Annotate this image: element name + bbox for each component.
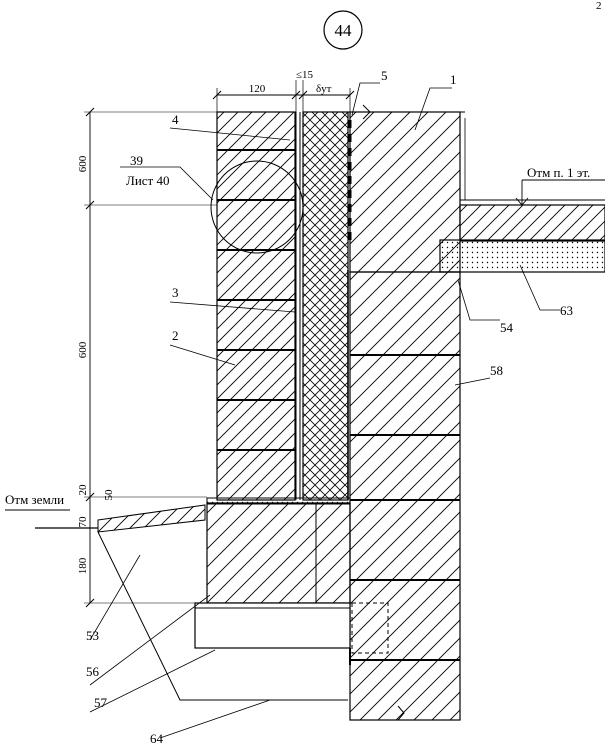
callout-58: 58 bbox=[490, 363, 503, 378]
plinth bbox=[206, 497, 351, 604]
callout-57: 57 bbox=[94, 695, 108, 710]
detail-reference-number: 39 bbox=[130, 153, 143, 168]
first-floor-level: Отм п. 1 эт. bbox=[515, 165, 605, 206]
dim-brick-width: 120 bbox=[249, 83, 266, 95]
callout-2: 2 bbox=[172, 328, 179, 343]
horizontal-dimensions: 120 ≤15 δут bbox=[212, 69, 355, 112]
callout-53: 53 bbox=[86, 628, 99, 643]
leader-lines bbox=[89, 82, 560, 739]
dim-insulation: δут bbox=[316, 83, 332, 95]
block-wall bbox=[349, 271, 461, 721]
detail-reference-sheet: Лист 40 bbox=[126, 173, 169, 188]
callout-54: 54 bbox=[500, 320, 514, 335]
dim-180: 180 bbox=[77, 557, 89, 574]
dim-air-gap: ≤15 bbox=[296, 69, 314, 81]
callout-1: 1 bbox=[450, 72, 457, 87]
dim-20: 20 bbox=[77, 484, 89, 496]
corner-mark: 2 bbox=[596, 0, 602, 12]
detail-reference: 39 Лист 40 bbox=[126, 153, 169, 188]
first-floor-level-label: Отм п. 1 эт. bbox=[527, 165, 590, 180]
callout-63: 63 bbox=[560, 303, 573, 318]
callout-5: 5 bbox=[381, 68, 388, 83]
callout-56: 56 bbox=[86, 664, 100, 679]
floor-slab bbox=[439, 199, 605, 273]
sheet-number: 44 bbox=[335, 21, 353, 40]
insulation-layer bbox=[302, 111, 352, 501]
dim-70: 70 bbox=[77, 516, 89, 528]
callout-labels: 1 2 3 4 5 53 54 56 57 58 63 64 bbox=[86, 68, 573, 746]
dim-upper-600: 600 bbox=[77, 155, 89, 172]
callout-3: 3 bbox=[172, 285, 179, 300]
sheet-number-badge: 44 bbox=[323, 10, 363, 50]
air-gap bbox=[295, 112, 301, 500]
foundation-beam bbox=[194, 602, 389, 665]
detail-reference-circle bbox=[210, 160, 304, 254]
dim-lower-600: 600 bbox=[77, 341, 89, 358]
ground-level: Отм земли bbox=[5, 492, 98, 529]
callout-4: 4 bbox=[172, 112, 179, 127]
callout-64: 64 bbox=[150, 731, 164, 746]
vertical-dimensions: 600 600 20 50 70 180 bbox=[77, 107, 217, 608]
dim-50: 50 bbox=[103, 489, 115, 501]
ground-level-label: Отм земли bbox=[5, 492, 64, 507]
